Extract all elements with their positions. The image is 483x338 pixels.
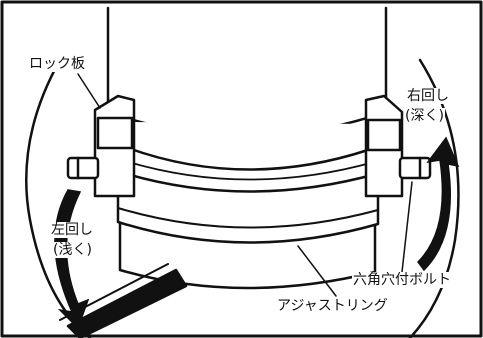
label-left-turn-note: (浅く): [52, 242, 93, 258]
left-curved-arrow-icon: [54, 189, 90, 330]
label-left-turn: 左回し: [50, 222, 94, 238]
leader-hex-bolt: [401, 181, 413, 273]
pin-stick: [66, 268, 188, 338]
mount-outline: [25, 58, 92, 338]
label-adjust-ring: アジャストリング: [276, 298, 389, 314]
adjust-ring-groove: [117, 207, 379, 229]
right-curved-arrow-icon: [417, 136, 460, 272]
right-bolt: [398, 156, 432, 180]
label-right-turn-note: (深く): [404, 108, 445, 124]
lens-barrel: [106, 6, 388, 138]
lens-barrel-mid: [126, 120, 370, 171]
upper-ring-line: [121, 159, 375, 181]
leader-lock-plate: [77, 73, 101, 109]
leader-adjust-ring: [297, 245, 337, 297]
mount-outline-right: [408, 58, 460, 338]
label-hex-bolt: 六角穴付ボルト: [352, 272, 452, 288]
left-bolt: [66, 156, 100, 180]
label-right-turn: 右回し: [406, 88, 450, 104]
label-lock-plate: ロック板: [28, 56, 86, 72]
right-lock-plate-face: [366, 118, 402, 152]
left-lock-plate-face: [96, 116, 134, 150]
